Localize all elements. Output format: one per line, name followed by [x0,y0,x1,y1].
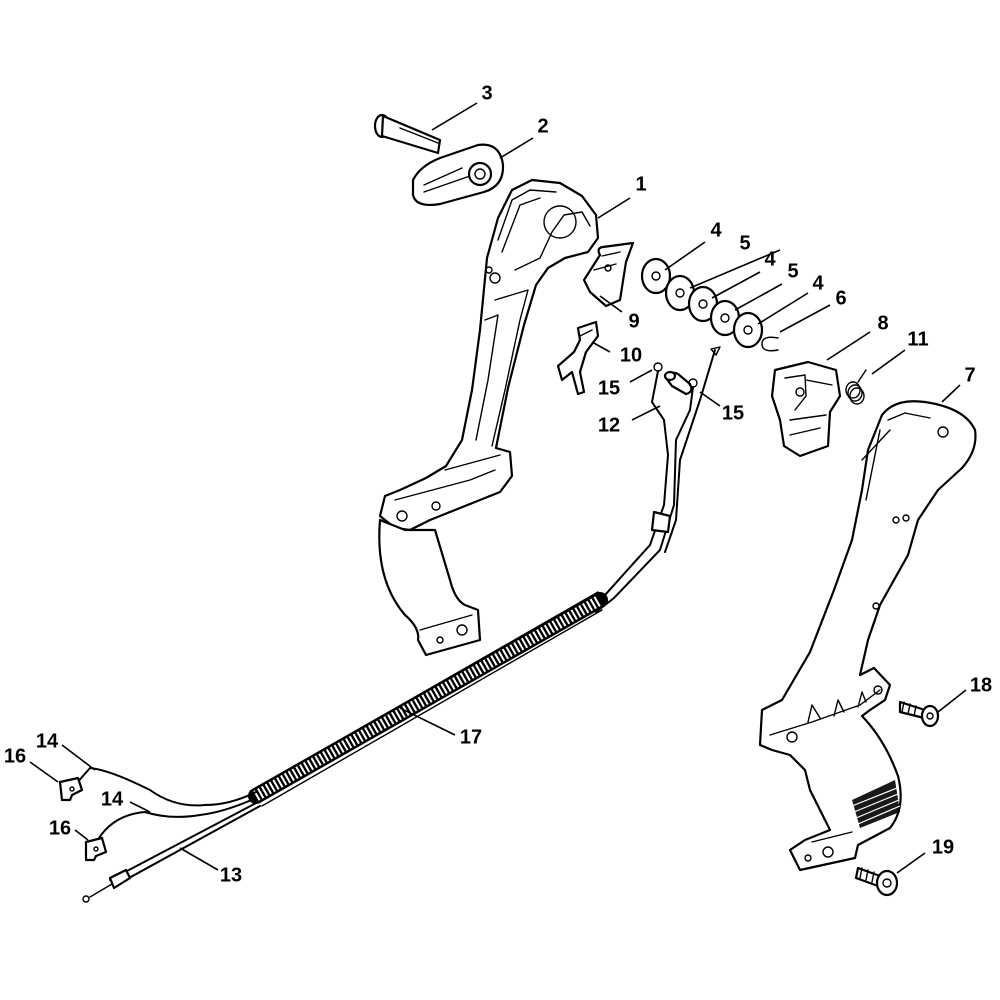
callout-9: 9 [628,310,639,332]
part-8-lever-block [770,360,842,458]
callout-14b: 14 [101,788,124,810]
callout-7: 7 [964,364,975,386]
part-17-spring-sleeve [248,591,608,807]
callout-1: 1 [635,173,646,195]
callout-12: 12 [598,414,620,436]
part-7-handle-half [758,400,977,872]
callout-15b: 15 [722,402,744,424]
leader-lines [29,102,967,874]
callout-16a: 16 [4,745,26,767]
callout-6: 6 [835,287,846,309]
part-11-torsion-spring [845,369,867,405]
callout-5a: 5 [739,232,750,254]
callout-8: 8 [877,312,888,334]
callout-4a: 4 [710,219,722,241]
part-10-spring-clip [556,320,600,396]
callout-11: 11 [907,328,928,350]
callout-3: 3 [481,82,492,104]
part-1-handle-housing [378,178,600,657]
washer-stack [640,257,779,352]
callout-14a: 14 [36,730,59,752]
callout-17: 17 [460,726,482,748]
wire-harness-lower [58,766,261,903]
callout-16b: 16 [49,817,71,839]
callout-4c: 4 [812,272,824,294]
part-2-link-plate [411,143,505,207]
part-9-trigger [582,241,635,308]
callout-10: 10 [620,344,642,366]
callout-2: 2 [537,115,548,137]
callout-15a: 15 [598,377,620,399]
wire-harness-upper [589,346,721,613]
callout-labels: 1 2 3 4 5 4 5 4 6 8 11 7 9 10 15 12 15 1… [4,82,992,886]
callout-4b: 4 [764,248,776,270]
callout-5b: 5 [787,260,798,282]
part-18-screw [898,700,940,728]
callout-18: 18 [970,674,992,696]
callout-13: 13 [220,864,242,886]
callout-19: 19 [932,836,954,858]
part-12-connector-sleeve [663,370,693,396]
part-3-bolt [373,113,442,155]
part-19-screw [854,866,899,897]
